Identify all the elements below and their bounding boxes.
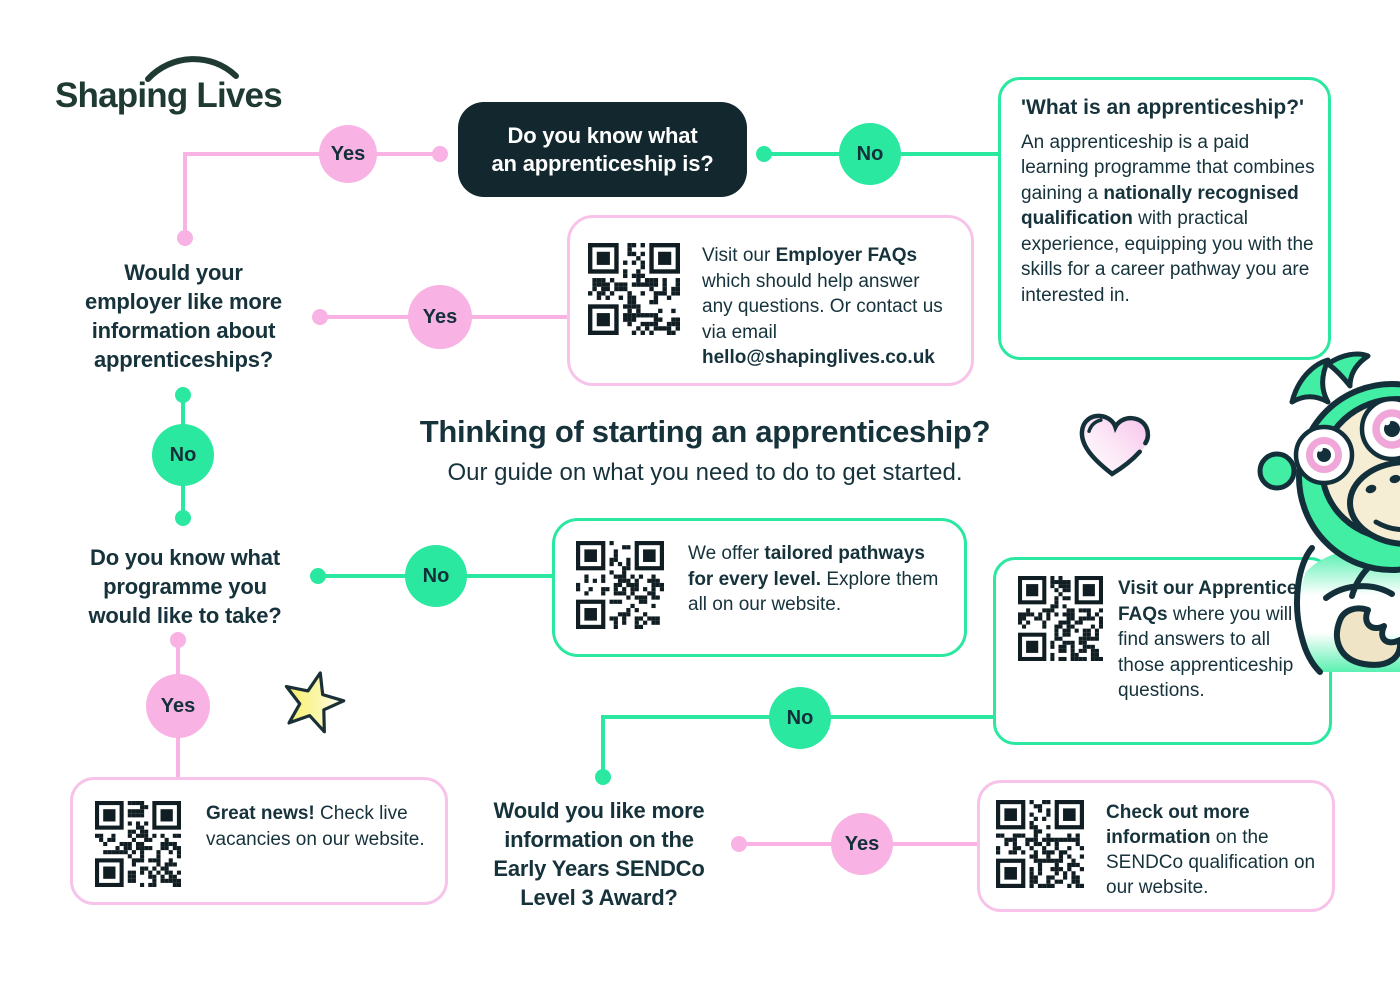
green-connector-dots [175, 146, 772, 785]
text-segment-bold: tailored pathways for every level. [688, 543, 925, 590]
decision-yes-start: Yes [319, 125, 377, 183]
decision-label: No [169, 443, 197, 466]
info-box-employer-faqs: Visit our Employer FAQs which should hel… [567, 215, 974, 386]
apprentice-faqs-text: Visit our Apprentice FAQs where you will… [1118, 576, 1300, 704]
text-segment: which should help answer any questions. … [702, 270, 943, 343]
text-segment: on the SENDCo qualification on our websi… [1106, 827, 1316, 898]
text-segment: Visit our [702, 245, 776, 266]
star-icon [284, 671, 346, 734]
info-box-what-is-apprenticeship: 'What is an apprenticeship?' An apprenti… [998, 77, 1331, 360]
what-is-body: An apprenticeship is a paid learning pro… [1021, 130, 1319, 309]
info-box-pathways: We offer tailored pathways for every lev… [552, 518, 967, 657]
text-segment: Explore them all on our website. [688, 568, 939, 616]
decision-no-programme: No [405, 545, 467, 607]
text-segment: Check live vacancies on our website. [206, 803, 425, 850]
qr-code-icon [996, 800, 1084, 888]
text-segment-bold: Great news! [206, 803, 315, 824]
decision-yes-employer: Yes [408, 285, 472, 349]
decision-label: No [786, 706, 814, 729]
info-box-sendco-info: Check out more information on the SENDCo… [977, 780, 1335, 912]
decision-label: No [422, 564, 450, 587]
decision-no-start: No [839, 123, 901, 185]
question-employer: Would your employer like more informatio… [85, 260, 282, 372]
decision-label: Yes [422, 305, 458, 328]
text-segment-bold: Check out more information [1106, 802, 1250, 848]
heart-icon [1079, 413, 1151, 477]
decision-yes-sendco: Yes [831, 813, 893, 875]
page-subtitle: Our guide on what you need to do to get … [447, 459, 963, 486]
text-segment: where you will find answers to all those… [1118, 603, 1294, 702]
question-sendco: Would you like more information on the E… [493, 798, 705, 910]
text-segment-bold: nationally recognised qualification [1021, 182, 1299, 230]
connector-start-yes [183, 152, 440, 238]
sendco-info-text: Check out more information on the SENDCo… [1106, 800, 1318, 900]
pathways-text: We offer tailored pathways for every lev… [688, 541, 946, 618]
node-start-question: Do you know what an apprenticeship is? [458, 102, 747, 197]
decision-no-employer: No [152, 424, 214, 486]
text-segment: with practical experience, equipping you… [1021, 208, 1314, 306]
qr-code-icon [95, 801, 181, 887]
decision-label: No [856, 142, 884, 165]
page-title: Thinking of starting an apprenticeship? [419, 414, 991, 449]
decision-label: Yes [330, 142, 366, 165]
qr-code-icon [588, 243, 680, 335]
logo-arc-icon [145, 56, 239, 82]
monkey-mascot [1257, 351, 1400, 675]
decision-label: Yes [160, 694, 196, 717]
decision-yes-programme: Yes [146, 674, 210, 738]
employer-faqs-text: Visit our Employer FAQs which should hel… [702, 243, 948, 371]
vacancies-text: Great news! Check live vacancies on our … [206, 801, 425, 852]
connector-sendco-no [601, 715, 994, 777]
pink-connector-dots [170, 146, 747, 852]
employer-faqs-link-text: Employer FAQs [775, 245, 918, 266]
contact-email: hello@shapinglives.co.uk [702, 347, 935, 368]
decision-no-sendco: No [769, 687, 831, 749]
question-programme: Do you know what programme you would lik… [88, 545, 282, 628]
what-is-title: 'What is an apprenticeship?' [1021, 96, 1305, 119]
info-box-vacancies: Great news! Check live vacancies on our … [70, 777, 448, 905]
apprentice-faqs-link-text: Visit our Apprentice FAQs [1118, 578, 1298, 625]
qr-code-icon [576, 541, 664, 629]
brand-logo: Shaping Lives [55, 50, 305, 120]
qr-code-icon [1018, 576, 1103, 661]
decision-label: Yes [844, 832, 880, 855]
text-segment: We offer [688, 543, 765, 564]
info-box-apprentice-faqs: Visit our Apprentice FAQs where you will… [993, 557, 1332, 745]
brand-name: Shaping Lives [55, 76, 283, 115]
text-segment: An apprenticeship is a paid learning pro… [1021, 131, 1315, 204]
